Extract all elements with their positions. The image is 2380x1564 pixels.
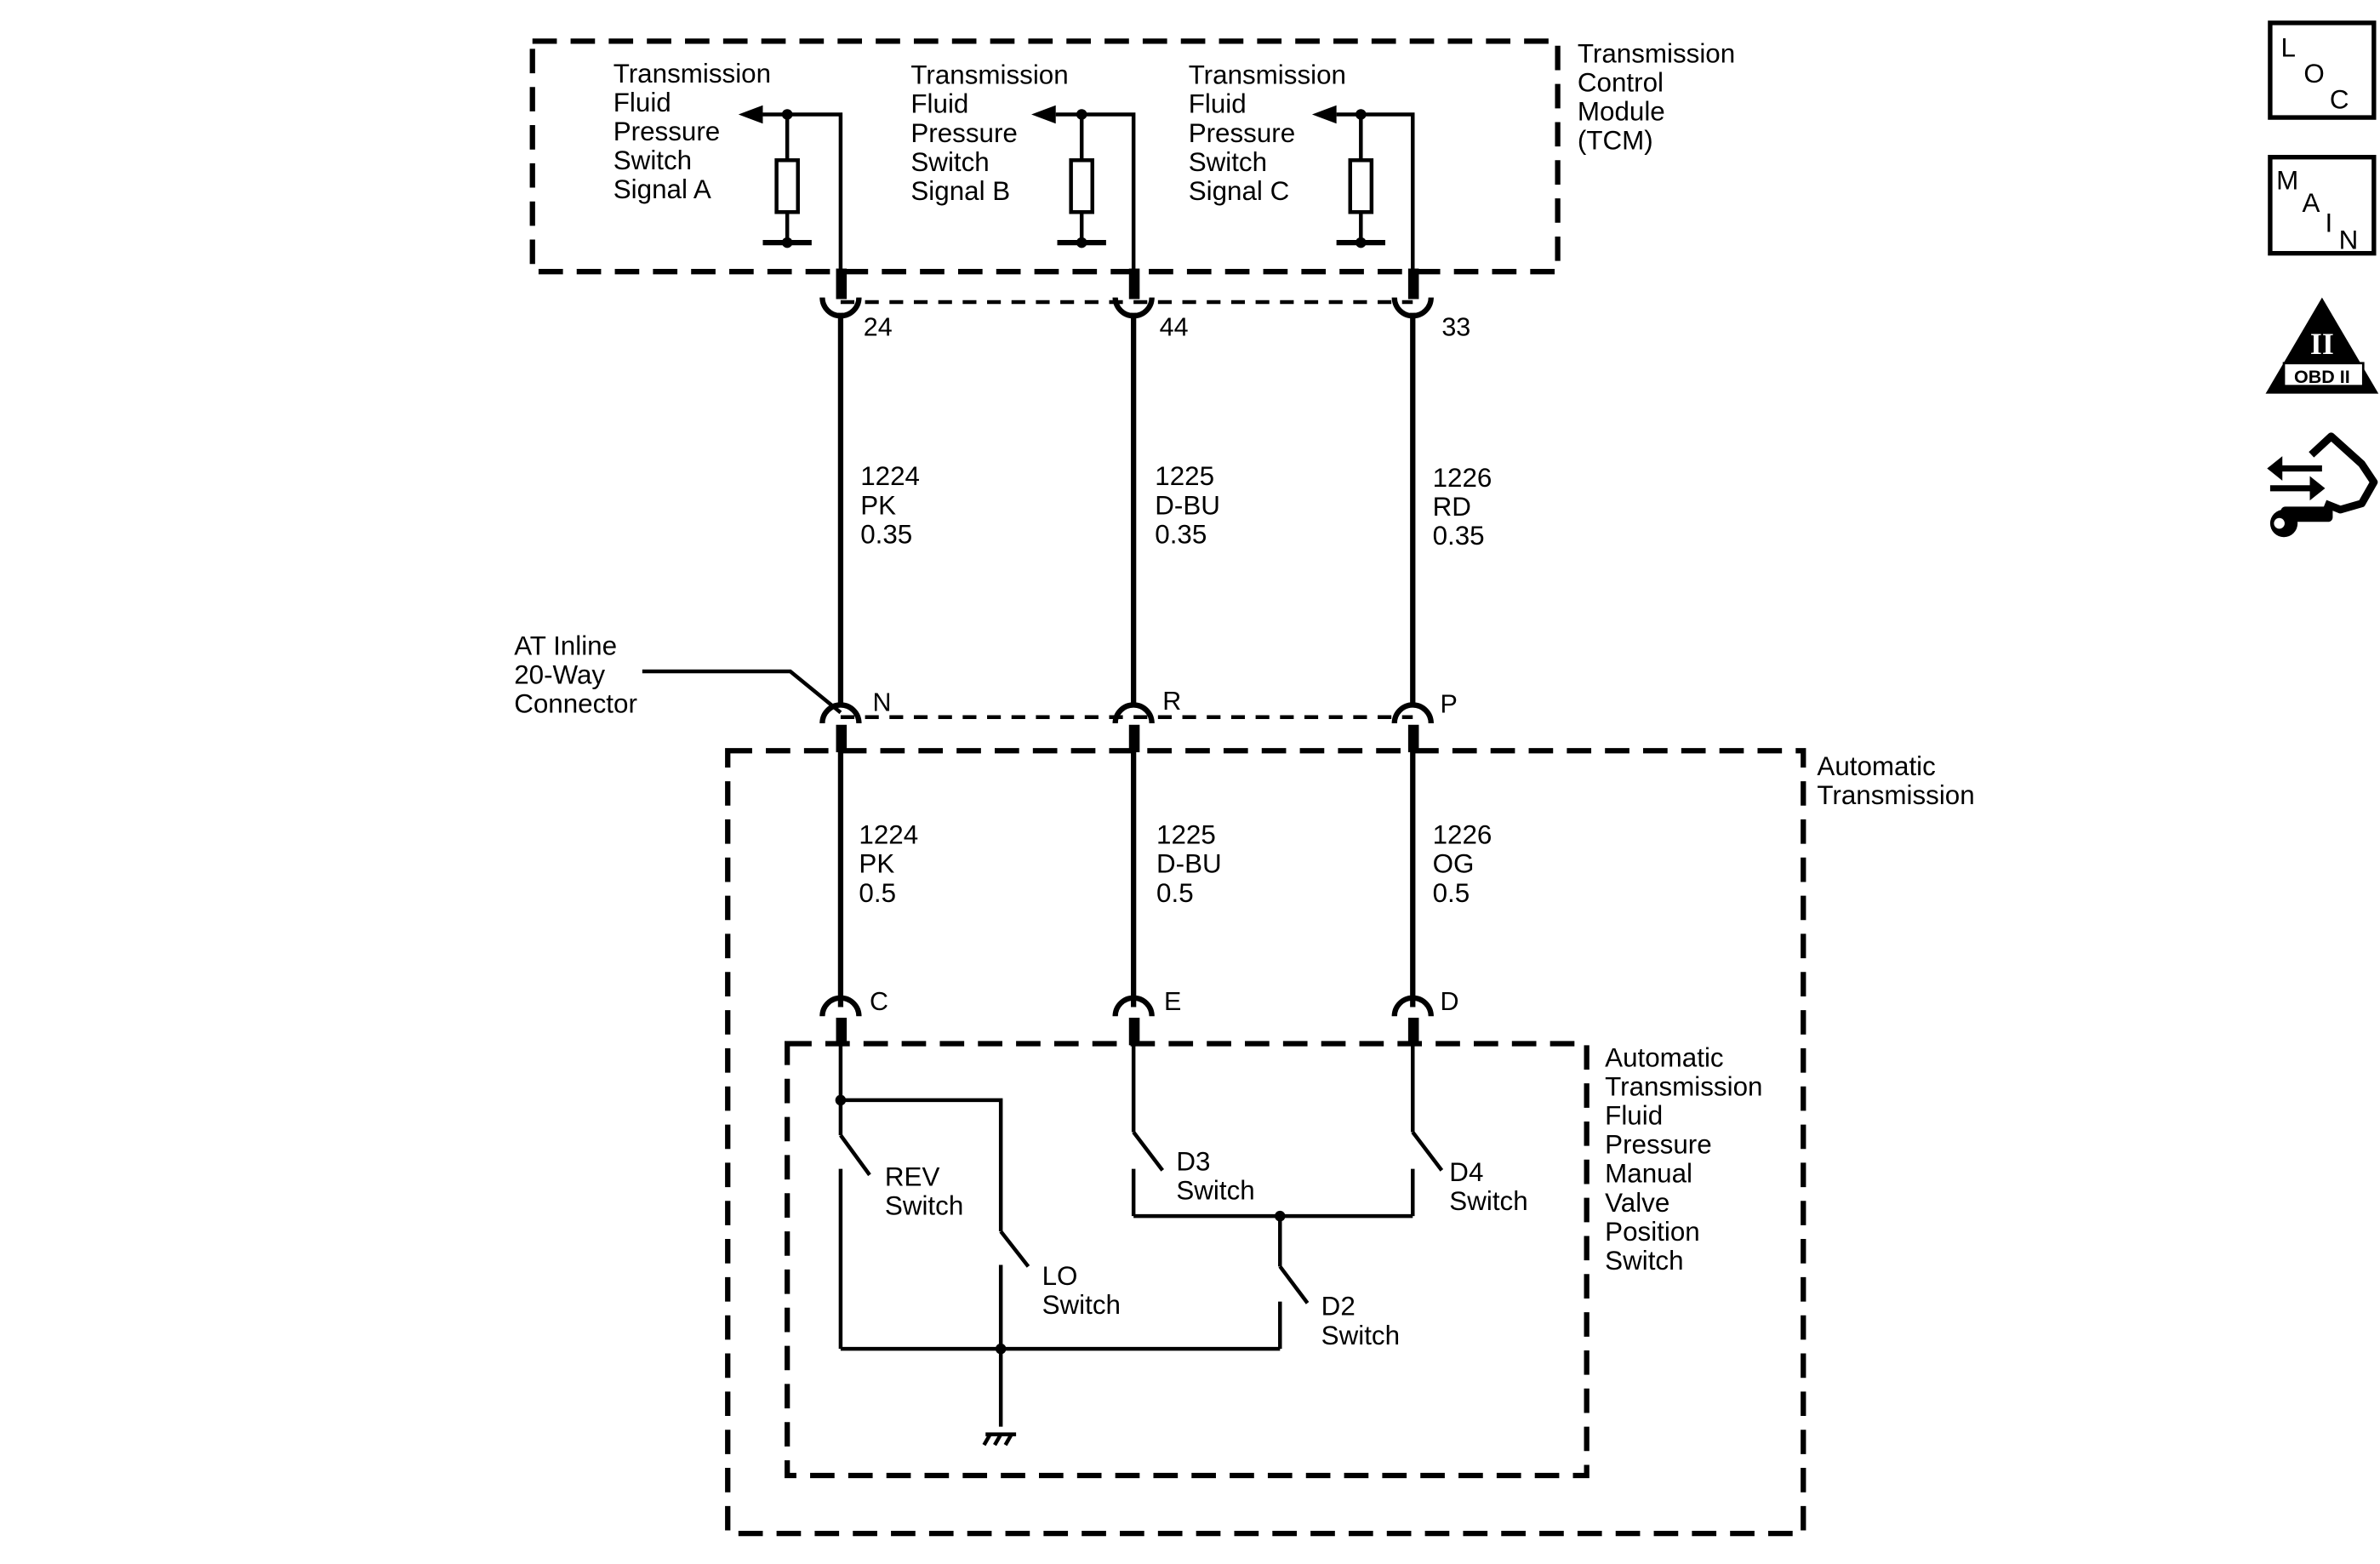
pressure-switch-signal-b: Transmission Fluid Pressure Switch Signa… <box>910 60 1136 275</box>
tcm-pin-44: 44 <box>1160 312 1189 341</box>
switch-connector: C E D <box>819 987 1459 1046</box>
switch-pin-c: C <box>870 987 888 1016</box>
signal-b-label: Transmission Fluid Pressure Switch Signa… <box>910 60 1076 206</box>
wire-1224-lower-label: 1224 PK 0.5 <box>859 820 925 908</box>
main-button[interactable]: M A I N <box>2268 155 2377 256</box>
svg-text:L: L <box>2280 32 2295 62</box>
inline-pin-r: R <box>1162 687 1181 716</box>
d3-switch-label: D3 Switch <box>1176 1146 1254 1205</box>
switch-pin-e: E <box>1164 987 1181 1016</box>
tcm-label: Transmission Control Module (TCM) <box>1578 39 1743 156</box>
lo-switch-label: LO Switch <box>1042 1261 1121 1320</box>
wire-1226-upper-label: 1226 RD 0.35 <box>1433 463 1499 551</box>
d2-switch-contact <box>1278 1264 1310 1304</box>
automatic-transmission-label: Automatic Transmission <box>1817 751 1974 810</box>
svg-text:A: A <box>2303 188 2320 218</box>
main-menu-icon <box>2268 155 2377 256</box>
at-inline-connector: AT Inline 20-Way Connector N R P <box>514 631 1458 753</box>
automatic-transmission-boundary <box>725 748 1806 1537</box>
pull-up-resistor-c <box>1348 158 1374 214</box>
manual-valve-position-switch: Automatic Transmission Fluid Pressure Ma… <box>785 1041 1770 1479</box>
location-view-icon <box>2268 20 2377 120</box>
d4-switch-contact <box>1411 1131 1444 1172</box>
lo-switch-contact <box>999 1230 1030 1268</box>
tcm-boundary <box>529 38 1561 275</box>
ground-icon <box>982 1432 1017 1447</box>
d2-switch-label: D2 Switch <box>1321 1292 1400 1350</box>
switch-pin-d: D <box>1441 987 1459 1016</box>
connector-end-view-button[interactable] <box>2267 432 2378 538</box>
loc-button[interactable]: L O C <box>2268 20 2377 120</box>
svg-text:OBD II: OBD II <box>2294 367 2350 387</box>
svg-text:I: I <box>2325 208 2332 238</box>
svg-text:II: II <box>2310 327 2334 361</box>
tcm-connector: 24 44 33 <box>819 268 1470 341</box>
svg-text:M: M <box>2276 165 2298 195</box>
switch-assembly-label: Automatic Transmission Fluid Pressure Ma… <box>1605 1042 1770 1275</box>
wire-1224-upper-label: 1224 PK 0.35 <box>860 461 927 549</box>
obd-ii-button[interactable]: II OBD II <box>2265 297 2379 394</box>
upper-harness: 1224 PK 0.35 1225 D-BU 0.35 1226 RD 0.35 <box>837 312 1499 707</box>
obd-ii-icon: II OBD II <box>2265 297 2379 394</box>
tcm-pin-24: 24 <box>864 312 893 341</box>
rev-switch-contact <box>839 1133 871 1177</box>
tcm-module: Transmission Control Module (TCM) Transm… <box>529 38 1743 275</box>
pull-up-resistor-a <box>774 158 800 214</box>
rev-switch-label: REV Switch <box>885 1162 963 1220</box>
inline-pin-p: P <box>1441 689 1458 718</box>
automatic-transmission: Automatic Transmission 1224 PK 0.5 1225 … <box>725 748 1975 1537</box>
wire-1225-upper-label: 1225 D-BU 0.35 <box>1155 461 1227 549</box>
d3-switch-contact <box>1132 1131 1165 1172</box>
connector-end-view-icon <box>2267 432 2378 538</box>
d4-switch-label: D4 Switch <box>1449 1157 1527 1216</box>
svg-text:O: O <box>2303 59 2324 88</box>
pressure-switch-signal-a: Transmission Fluid Pressure Switch Signa… <box>614 59 843 275</box>
signal-a-label: Transmission Fluid Pressure Switch Signa… <box>614 59 779 204</box>
wire-1225-lower-label: 1225 D-BU 0.5 <box>1156 820 1229 908</box>
svg-text:C: C <box>2330 84 2349 114</box>
pull-up-resistor-b <box>1069 158 1094 214</box>
inline-connector-label: AT Inline 20-Way Connector <box>514 631 637 718</box>
signal-c-label: Transmission Fluid Pressure Switch Signa… <box>1189 60 1354 206</box>
wire-1226-lower-label: 1226 OG 0.5 <box>1433 820 1499 908</box>
pressure-switch-signal-c: Transmission Fluid Pressure Switch Signa… <box>1189 60 1415 275</box>
tcm-pin-33: 33 <box>1441 312 1470 341</box>
inline-connector-leader <box>642 669 842 715</box>
svg-text:N: N <box>2339 225 2359 254</box>
inline-pin-n: N <box>873 688 892 717</box>
switch-assembly-boundary <box>785 1041 1590 1479</box>
